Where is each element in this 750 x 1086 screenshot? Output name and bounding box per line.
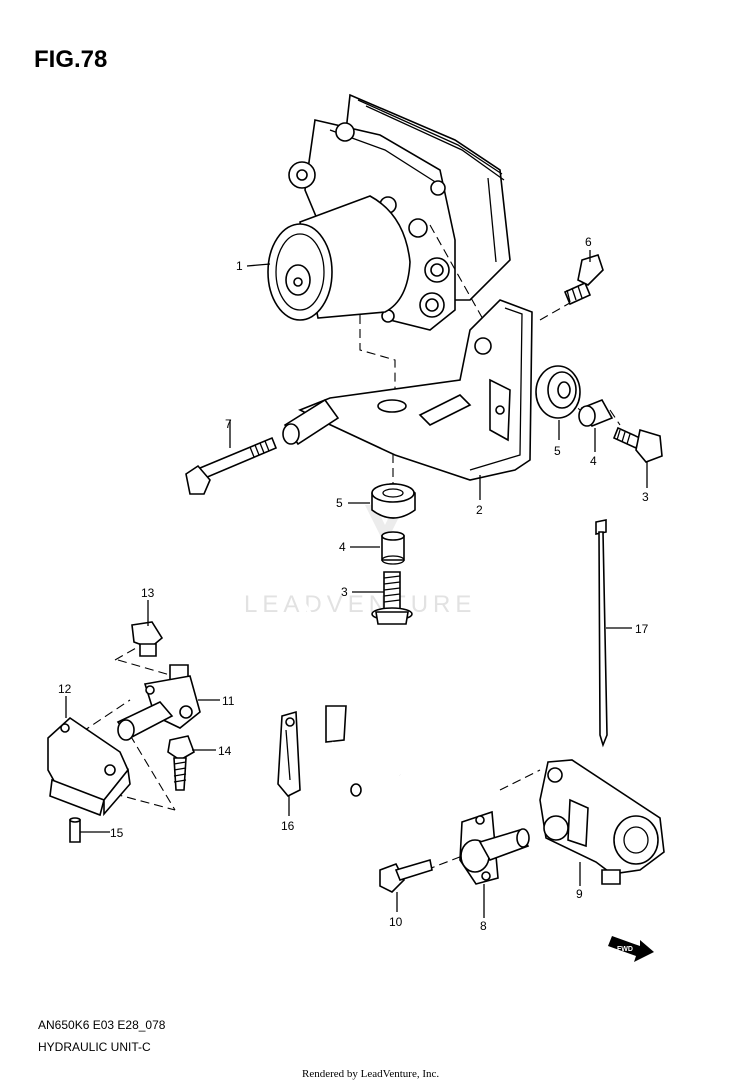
- fwd-arrow-icon: FWD: [608, 936, 654, 962]
- part-collar-4-upper[interactable]: [578, 398, 614, 428]
- callout-10: 10: [389, 915, 403, 929]
- part-sensor-hose-11[interactable]: [116, 559, 362, 797]
- part-bolt-14[interactable]: [167, 735, 195, 791]
- figure-code: AN650K6 E03 E28_078: [38, 1018, 166, 1032]
- callout-6: 6: [585, 235, 592, 249]
- part-long-bolt-7[interactable]: [185, 436, 278, 495]
- part-bolt-13[interactable]: [131, 621, 164, 657]
- callout-4: 4: [590, 454, 597, 468]
- part-grommet-5-lower[interactable]: [371, 483, 416, 519]
- callout-5-lower: 5: [336, 496, 343, 510]
- callout-7: 7: [225, 417, 232, 431]
- part-clamp-16[interactable]: [277, 710, 301, 797]
- part-wheel-sensor-8[interactable]: [399, 773, 530, 885]
- callout-15: 15: [110, 826, 124, 840]
- watermark-text: LEADVENTURE: [244, 591, 476, 618]
- part-sensor-bracket-9[interactable]: [539, 759, 665, 885]
- callout-16: 16: [281, 819, 295, 833]
- callout-3: 3: [642, 490, 649, 504]
- leader-lines: [65, 250, 648, 918]
- part-bolt-3-upper[interactable]: [612, 426, 663, 463]
- callout-13: 13: [141, 586, 155, 600]
- callout-5: 5: [554, 444, 561, 458]
- callout-9: 9: [576, 887, 583, 901]
- callout-17: 17: [635, 622, 649, 636]
- part-grommet-5-upper[interactable]: [535, 365, 581, 419]
- callout-4-lower: 4: [339, 540, 346, 554]
- part-hydraulic-unit[interactable]: [267, 93, 511, 331]
- figure-title: FIG.78: [34, 46, 108, 73]
- callout-3-lower: 3: [341, 585, 348, 599]
- part-bolt-6[interactable]: [563, 254, 604, 306]
- figure-caption: HYDRAULIC UNIT-C: [38, 1040, 151, 1054]
- callout-12: 12: [58, 682, 72, 696]
- render-credit: Rendered by LeadVenture, Inc.: [302, 1068, 440, 1080]
- callout-11: 11: [222, 694, 235, 708]
- callout-1: 1: [236, 259, 243, 273]
- part-bracket[interactable]: [282, 299, 533, 481]
- callout-2: 2: [476, 503, 483, 517]
- part-cable-tie-17[interactable]: [595, 519, 608, 748]
- part-sensor-bracket-12[interactable]: [47, 716, 131, 817]
- fwd-label: FWD: [617, 946, 633, 953]
- callout-numbers: 1 2 3 3 4 4 5 5 6 7 8 9 10 11 12 13 14 1…: [58, 235, 649, 933]
- part-bolt-10[interactable]: [379, 858, 433, 893]
- part-collar-4-lower[interactable]: [381, 531, 405, 565]
- part-bolt-3-lower[interactable]: [371, 571, 413, 625]
- watermark: LEADVENTURE: [244, 505, 476, 618]
- callout-14: 14: [218, 744, 232, 758]
- callout-8: 8: [480, 919, 487, 933]
- part-pin-15[interactable]: [69, 817, 81, 843]
